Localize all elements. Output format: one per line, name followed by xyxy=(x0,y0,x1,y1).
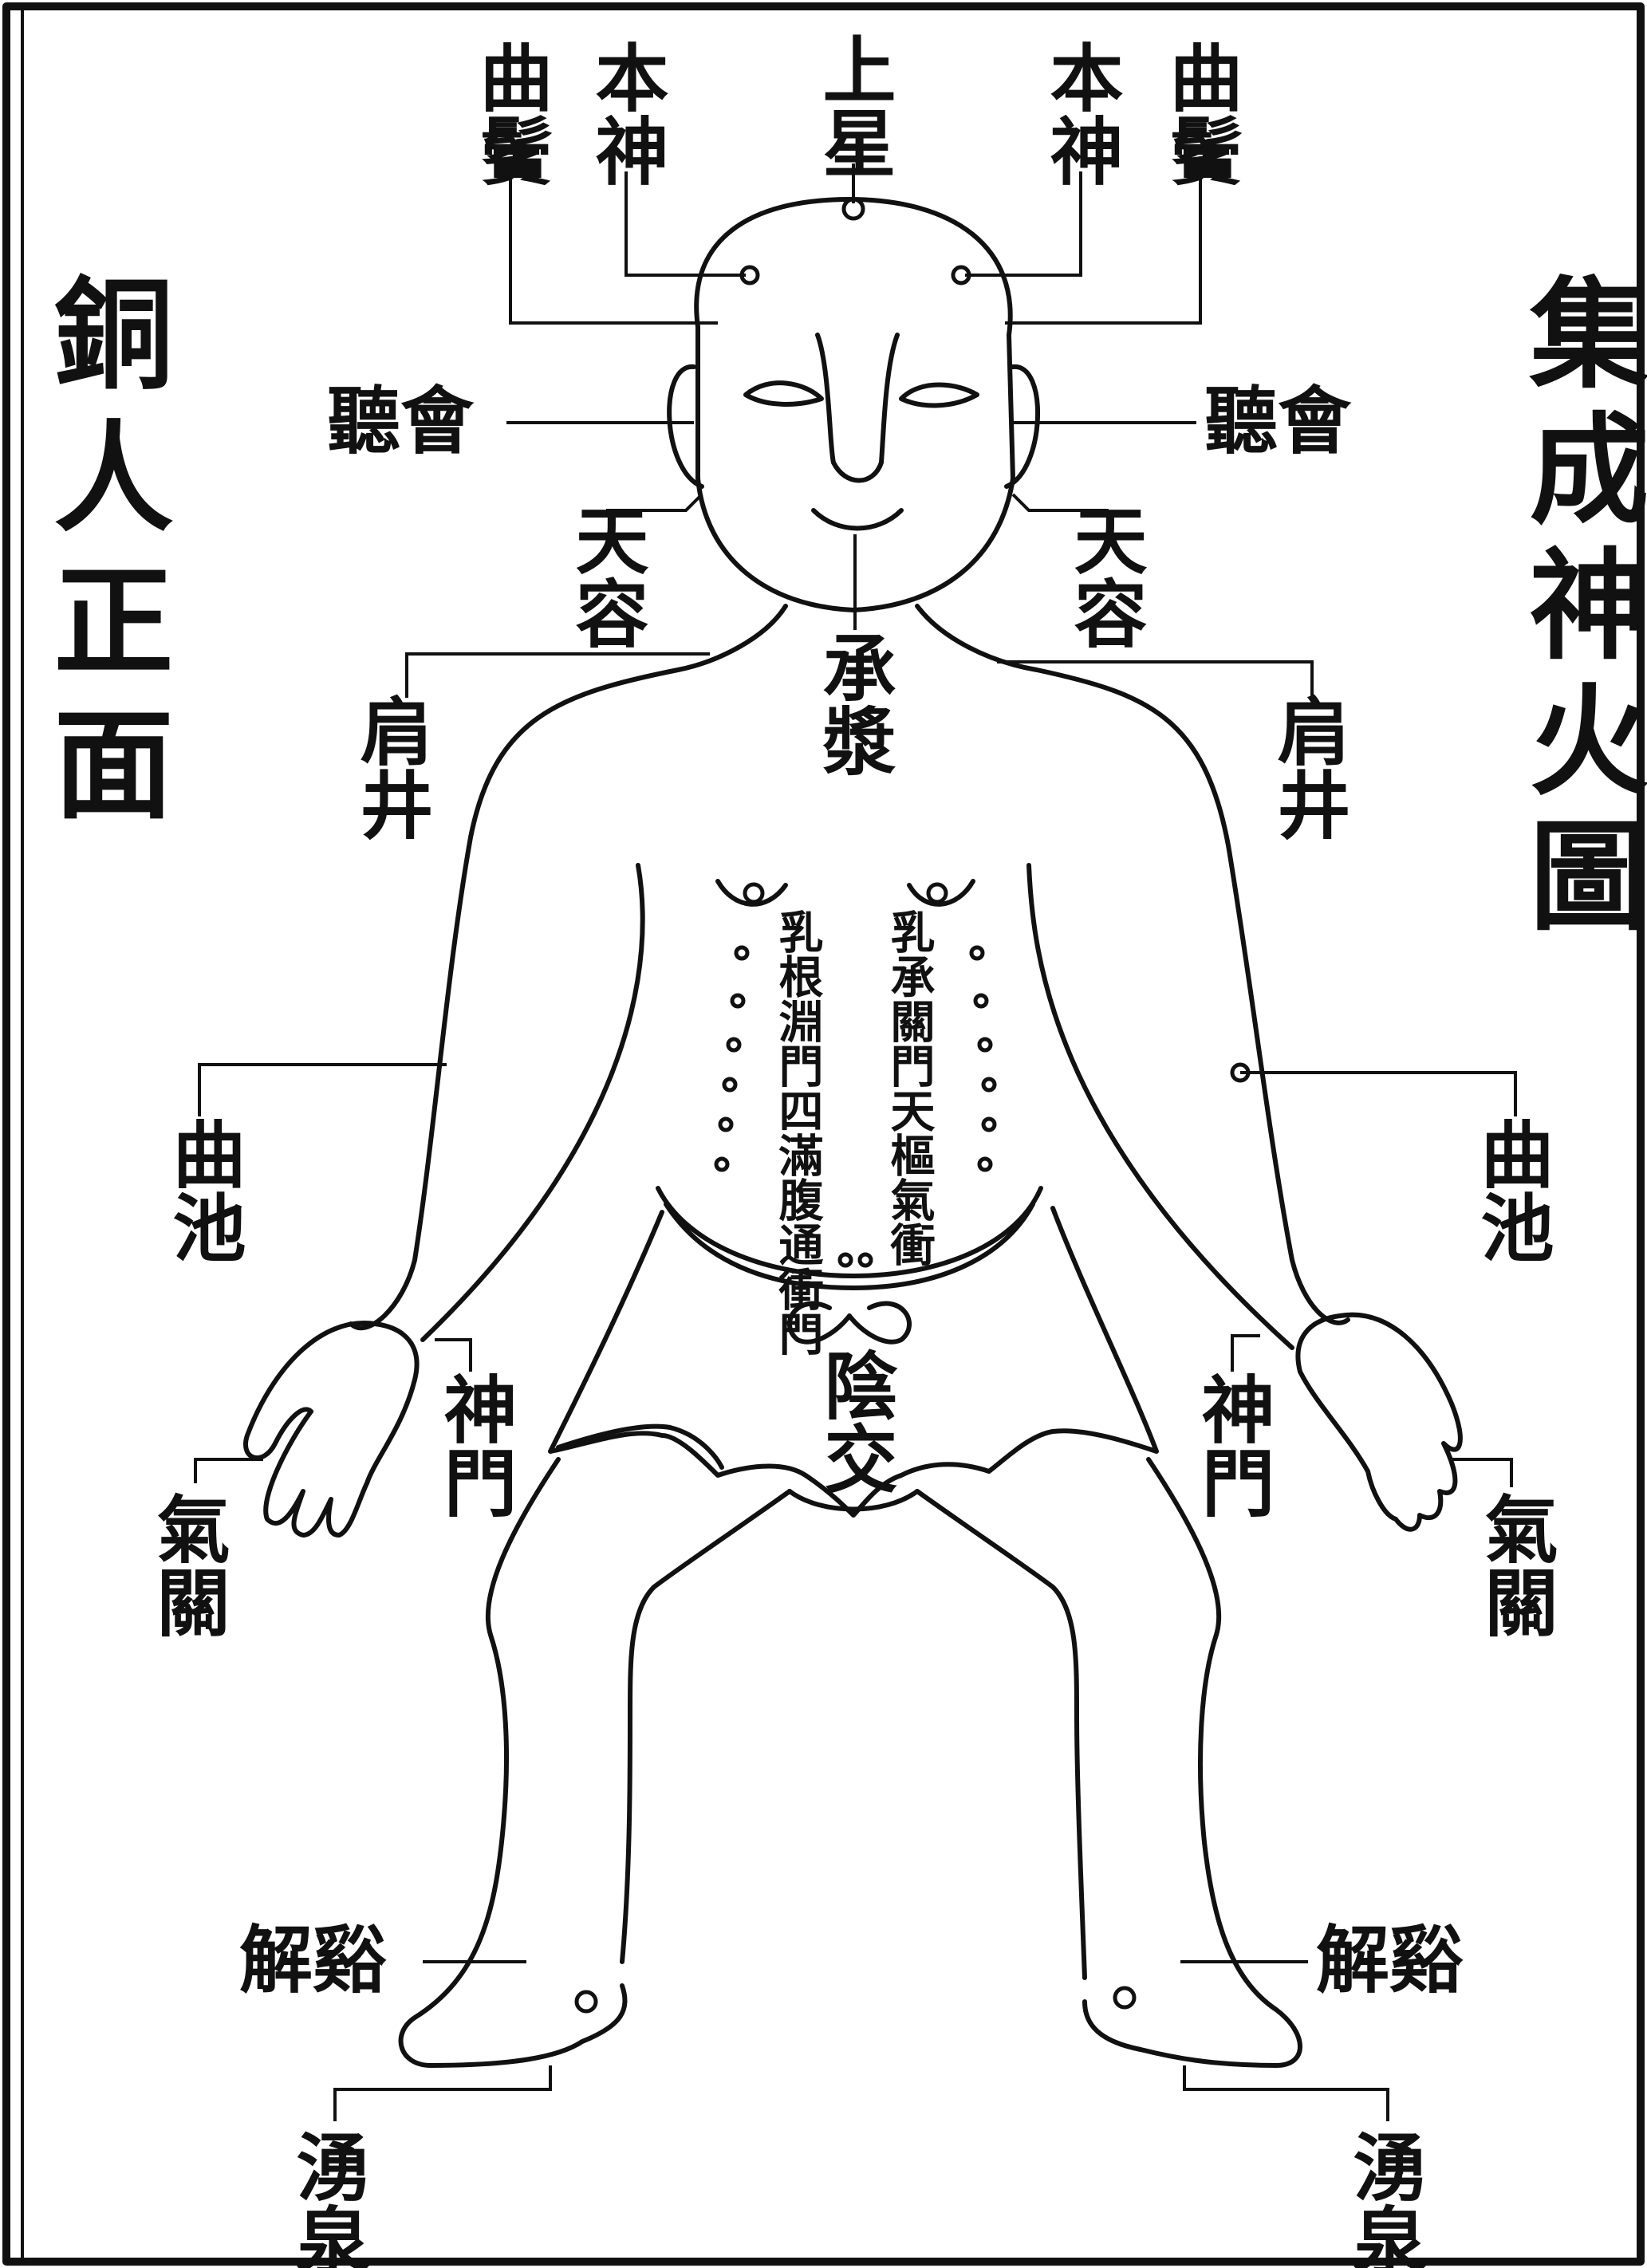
title-right: 集成神火圖 xyxy=(1509,271,1647,949)
label-qiguan-right: 氣關 xyxy=(1472,1491,1558,1638)
label-jiexi-left: 解谿 xyxy=(239,1917,387,2003)
nose xyxy=(818,335,897,481)
label-quchi-left: 曲池 xyxy=(160,1116,246,1263)
right-leg-inner xyxy=(917,1491,1085,1978)
label-quchi-right: 曲池 xyxy=(1468,1116,1554,1263)
label-jianjing-right: 肩井 xyxy=(1265,694,1351,841)
left-eye xyxy=(746,383,822,404)
label-jiexi-right: 解谿 xyxy=(1316,1917,1464,2003)
label-chengjiang: 承漿 xyxy=(810,630,896,777)
label-ear-left: 聽會 xyxy=(327,378,475,464)
label-top-center: 上星 xyxy=(810,32,896,179)
label-jianjing-left: 肩井 xyxy=(348,694,434,841)
left-hand xyxy=(246,1323,417,1535)
label-tianrong-right: 天容 xyxy=(1062,502,1148,649)
label-top-left: 本神 xyxy=(583,40,669,187)
label-top-right: 本神 xyxy=(1038,40,1124,187)
right-nipple xyxy=(928,884,946,902)
mouth xyxy=(814,510,901,529)
title-left: 銅人正面 xyxy=(33,271,174,845)
label-top-far-left: 曲鬢 xyxy=(467,40,554,187)
chest-point-dots xyxy=(716,947,995,1266)
right-eye xyxy=(901,385,977,406)
left-leg-inner xyxy=(622,1491,790,1962)
left-leg-outer xyxy=(401,1459,625,2065)
label-chest-left: 乳根淵門四滿腹通衝門 xyxy=(771,909,824,1356)
label-qiguan-left: 氣關 xyxy=(144,1491,231,1638)
right-inner-arm xyxy=(1029,865,1292,1348)
jiexi-right-point xyxy=(1115,1988,1134,2007)
jiexi-left-point xyxy=(577,1992,596,2011)
label-chest-right: 乳承關門天樞氣衝 xyxy=(883,909,936,1266)
human-body-outline xyxy=(246,199,1460,2065)
label-tianrong-left: 天容 xyxy=(563,502,649,649)
label-shenmen-left: 神門 xyxy=(431,1372,518,1518)
label-yongquan-left: 湧泉 xyxy=(284,2129,370,2268)
label-top-far-right: 曲鬢 xyxy=(1157,40,1243,187)
right-hand xyxy=(1298,1315,1460,1530)
label-shenmen-right: 神門 xyxy=(1189,1372,1275,1518)
label-ear-right: 聽會 xyxy=(1204,378,1352,464)
label-yinjiao: 陰交 xyxy=(812,1348,898,1494)
right-leg-outer xyxy=(1085,1459,1300,2065)
acupoint-labels: 曲鬢 本神 上星 本神 曲鬢 聽會 聽會 天容 天容 承漿 肩井 肩井 乳根淵門… xyxy=(144,32,1558,2268)
left-nipple xyxy=(745,884,762,902)
label-yongquan-right: 湧泉 xyxy=(1341,2129,1427,2268)
